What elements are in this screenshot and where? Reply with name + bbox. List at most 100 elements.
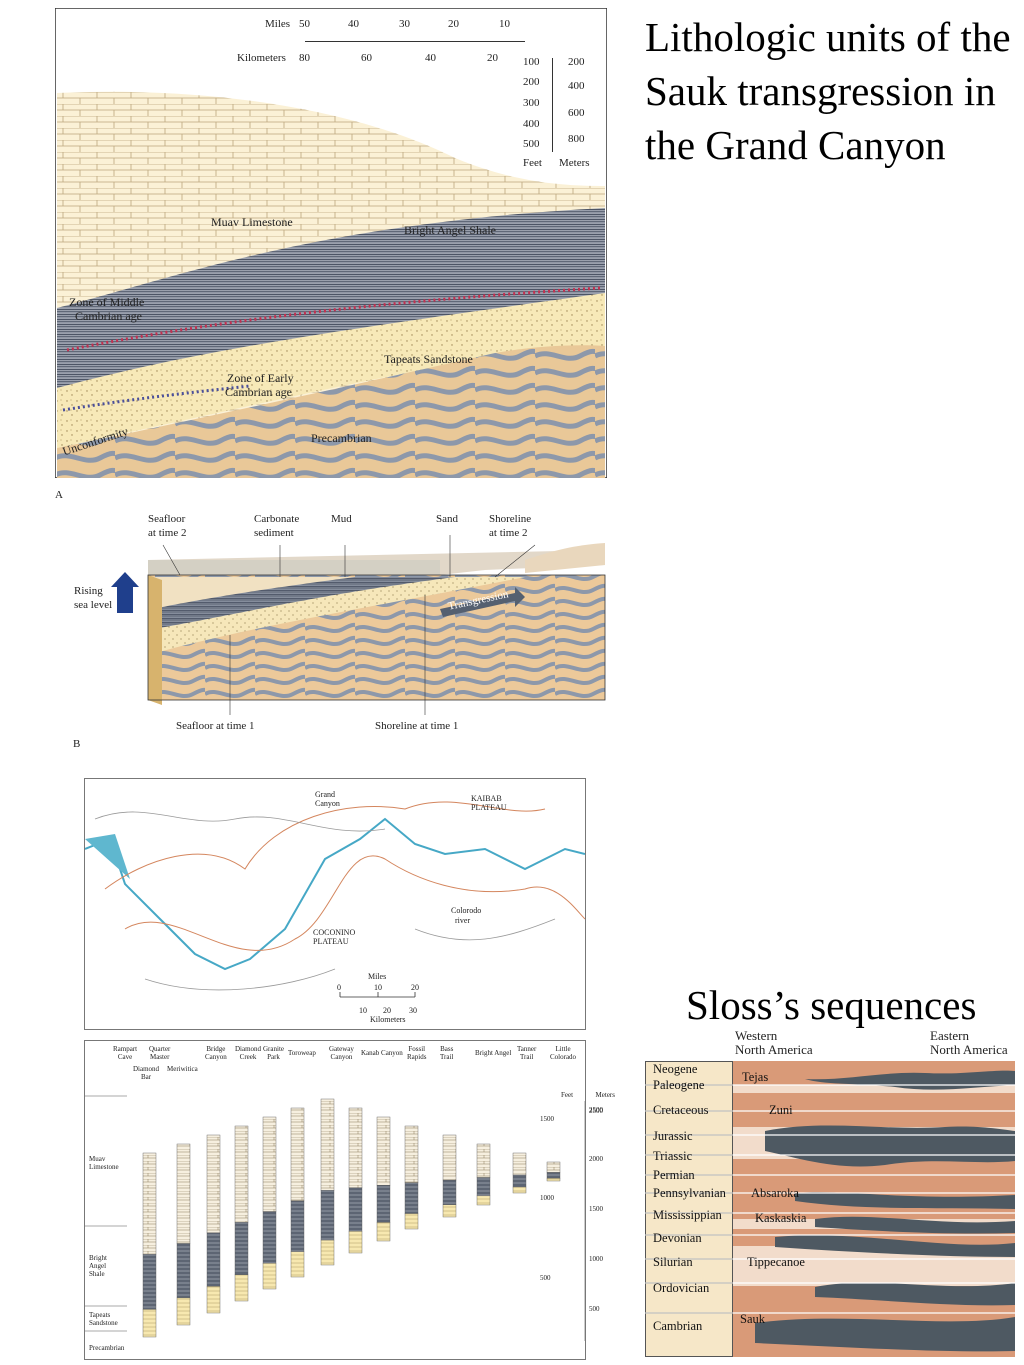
section-column-unit — [206, 1286, 221, 1314]
map-miles-tick: 10 — [374, 983, 382, 992]
section-column-unit — [348, 1231, 363, 1254]
sequence-label: Tippecanoe — [747, 1255, 805, 1269]
section-column-unit — [234, 1274, 249, 1302]
section-label: Bright Angel — [475, 1049, 512, 1057]
grand-canyon-label: Grand — [315, 790, 335, 799]
section-label: Kanab Canyon — [361, 1049, 403, 1057]
panel-b-block-diagram: Seafloor at time 2 Carbonate sediment Mu… — [55, 505, 615, 745]
section-column-unit — [404, 1182, 419, 1214]
map-km-tick: 20 — [383, 1006, 391, 1015]
section-column-unit — [320, 1239, 335, 1266]
tapeats-sandstone-label: Tapeats Sandstone — [384, 352, 473, 366]
muav-limestone-label: Muav Limestone — [211, 215, 293, 229]
sequence-label: Kaskaskia — [755, 1211, 807, 1225]
section-column-unit — [176, 1143, 191, 1244]
panel-a-letter: A — [55, 489, 63, 501]
section-column-unit — [320, 1098, 335, 1191]
middle-cambrian-zone-label: Zone of Middle — [69, 295, 145, 309]
map-km-tick: 10 — [359, 1006, 367, 1015]
map-km-label: Kilometers — [370, 1015, 406, 1024]
map-km-tick: 30 — [409, 1006, 417, 1015]
middle-cambrian-zone-label-2: Cambrian age — [75, 309, 142, 323]
section-column-unit — [176, 1297, 191, 1326]
period-label: Paleogene — [653, 1078, 705, 1092]
section-column-unit — [176, 1243, 191, 1299]
panel-b-letter: B — [73, 738, 81, 750]
kaibab-label: KAIBAB — [471, 794, 502, 803]
sequence-label: Absaroka — [751, 1186, 799, 1200]
section-column-unit — [442, 1204, 457, 1218]
meter-tick: 1000 — [589, 1255, 603, 1263]
section-column-unit — [142, 1309, 157, 1338]
shoreline-time2-label: Shoreline — [489, 513, 532, 525]
section-column-unit — [262, 1211, 277, 1264]
miles-tick: 30 — [399, 18, 410, 30]
section-column-unit — [376, 1116, 391, 1186]
section-column-unit — [262, 1116, 277, 1212]
section-column-unit — [476, 1177, 491, 1197]
canyon-map: Grand Canyon KAIBAB PLATEAU COCONINO PLA… — [84, 778, 586, 1030]
meter-tick: 500 — [589, 1305, 600, 1313]
km-tick: 20 — [487, 52, 498, 64]
section-column-unit — [442, 1179, 457, 1205]
section-column-unit — [206, 1232, 221, 1287]
km-label: Kilometers — [237, 52, 286, 64]
panel-a-cross-section: Miles 50 40 30 20 10 Kilometers 80 60 40… — [55, 8, 607, 478]
period-label: Neogene — [653, 1062, 698, 1076]
coconino-label-2: PLATEAU — [313, 937, 349, 946]
section-column-unit — [512, 1152, 527, 1176]
meter-tick: 200 — [568, 56, 585, 68]
colorado-river-label: Colorodo — [451, 906, 482, 915]
period-label: Jurassic — [653, 1129, 693, 1143]
shoreline-time1-label: Shoreline at time 1 — [375, 720, 459, 732]
sequence-label: Sauk — [740, 1312, 765, 1326]
period-label: Silurian — [653, 1255, 693, 1269]
section-column-unit — [546, 1161, 561, 1173]
section-column-unit — [404, 1213, 419, 1230]
section-column-unit — [290, 1107, 305, 1202]
section-column-unit — [234, 1125, 249, 1223]
seafloor-time1-label: Seafloor at time 1 — [176, 720, 255, 732]
early-cambrian-zone-label: Zone of Early — [227, 371, 294, 385]
section-column-unit — [404, 1125, 419, 1183]
section-label: Toroweap — [288, 1049, 316, 1057]
early-cambrian-zone-label-2: Cambrian age — [225, 385, 292, 399]
sequence-label: Tejas — [742, 1070, 769, 1084]
period-label: Devonian — [653, 1231, 702, 1245]
section-column-unit — [348, 1107, 363, 1188]
period-label: Ordovician — [653, 1281, 710, 1295]
feet-tick: 500 — [523, 138, 540, 150]
section-column-unit — [142, 1253, 157, 1310]
carbonate-label-2: sediment — [254, 527, 294, 539]
meter-tick: 800 — [568, 133, 585, 145]
section-column-unit — [206, 1134, 221, 1234]
period-column — [645, 1061, 733, 1357]
period-label: Pennsylvanian — [653, 1186, 726, 1200]
miles-label: Miles — [265, 18, 291, 30]
meter-tick: 2500 — [589, 1107, 603, 1115]
meter-tick: 2500 — [589, 1106, 603, 1114]
section-column-unit — [348, 1187, 363, 1232]
precambrian-label: Precambrian — [311, 431, 372, 445]
meters-label: Meters — [595, 1091, 615, 1099]
carbonate-label: Carbonate — [254, 513, 300, 525]
feet-label: Feet — [561, 1091, 574, 1099]
vertical-scale-bar — [552, 58, 553, 152]
shoreline-time2-label-2: at time 2 — [489, 527, 528, 539]
rising-sea-level-label-2: sea level — [74, 599, 113, 611]
section-column-unit — [546, 1177, 561, 1182]
feet-tick: 400 — [523, 118, 540, 130]
sloss-sequence-chart: Neogene Paleogene Cretaceous Jurassic Tr… — [645, 1061, 1015, 1357]
section-column-unit — [290, 1200, 305, 1252]
section-column-unit — [442, 1134, 457, 1181]
